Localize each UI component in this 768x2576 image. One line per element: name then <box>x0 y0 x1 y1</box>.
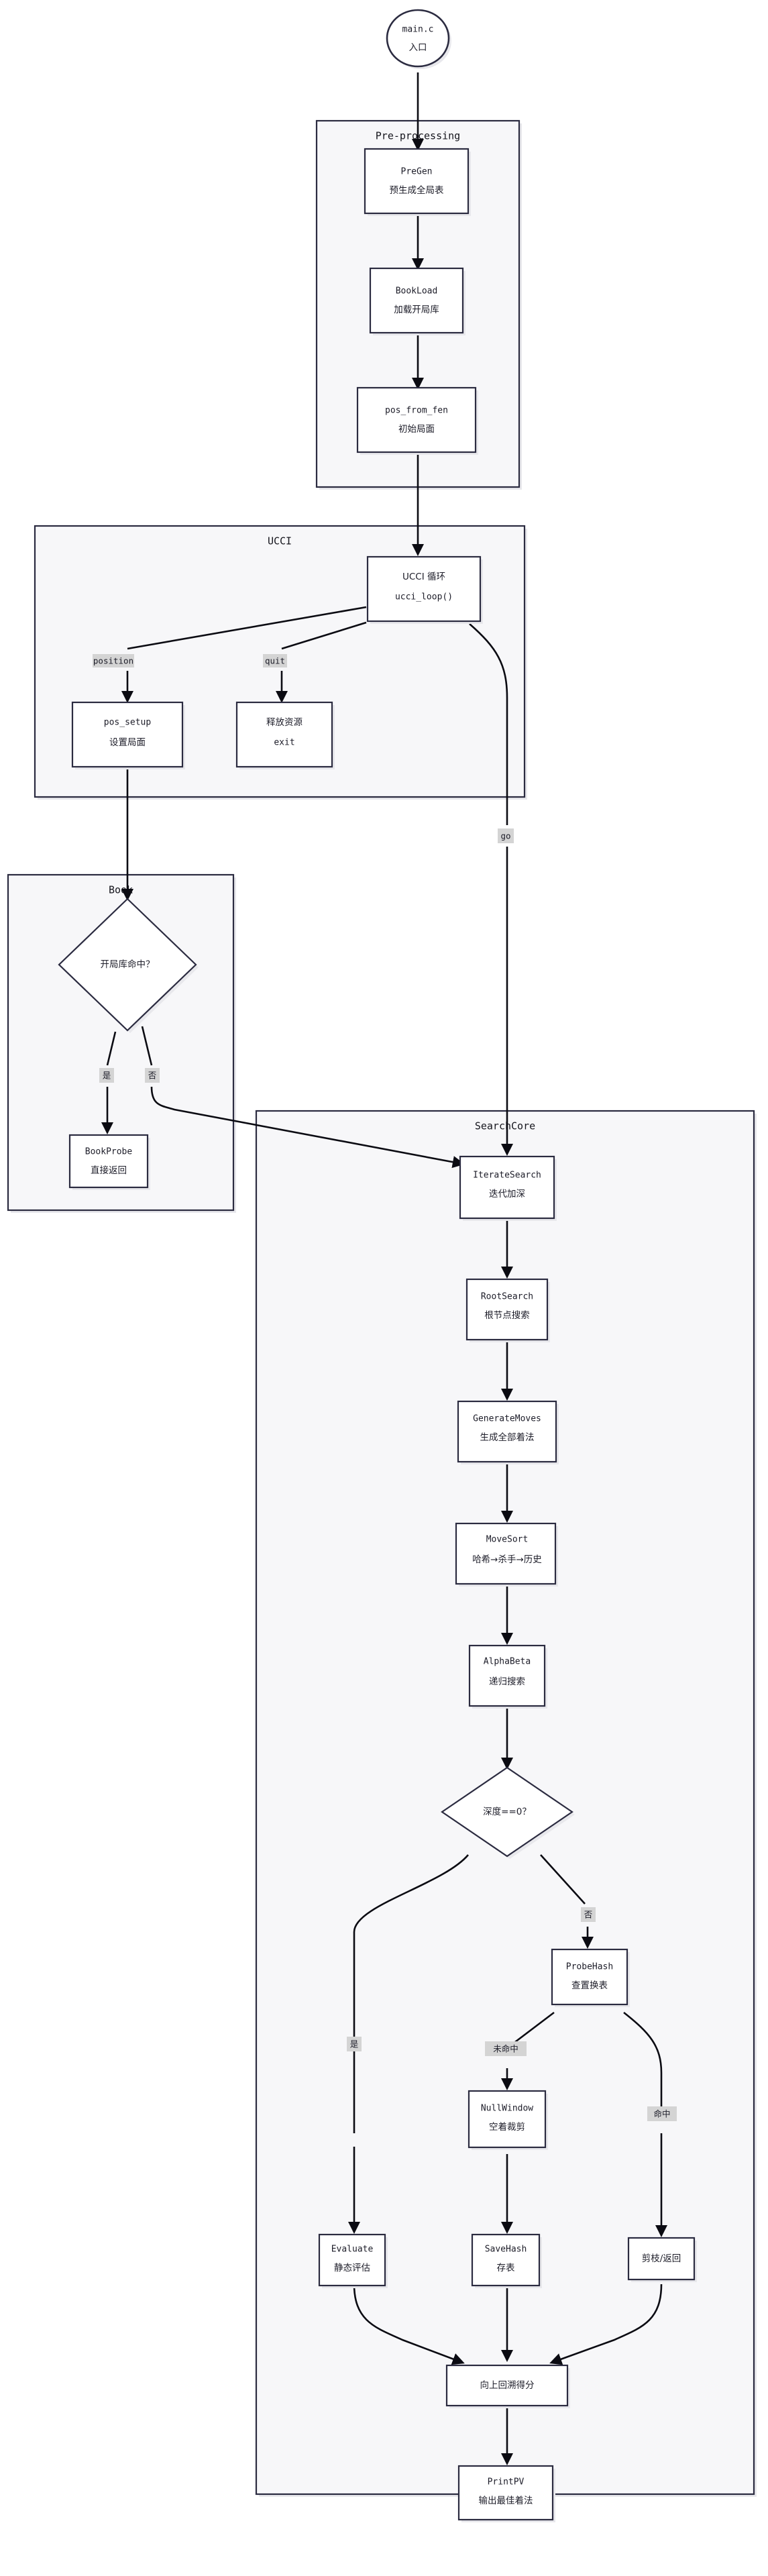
node-evaluate-line2: 静态评估 <box>334 2263 370 2273</box>
edge-label-go: go <box>498 828 514 843</box>
edge-bookhit-to-bookprobe-seg1 <box>106 1031 117 1066</box>
node-exit-line1: 释放资源 <box>266 717 303 728</box>
edge-probehash-to-cutreturn-seg1 <box>623 2011 663 2110</box>
svg-text:go: go <box>500 831 510 841</box>
node-exit[interactable]: 释放资源 exit <box>235 701 335 769</box>
node-bookload[interactable]: BookLoad 加载开局库 <box>369 267 465 335</box>
edge-ucciloop-to-exit-seg1 <box>281 621 367 650</box>
node-backup[interactable]: 向上回溯得分 <box>445 2364 570 2408</box>
svg-text:否: 否 <box>148 1071 157 1081</box>
node-bookprobe-line2: 直接返回 <box>91 1165 127 1176</box>
node-generatemoves-line1: GenerateMoves <box>473 1414 541 1424</box>
node-movesort[interactable]: MoveSort 哈希→杀手→历史 <box>455 1522 558 1587</box>
edge-label-book-yes: 是 <box>99 1068 114 1083</box>
node-pregen-line1: PreGen <box>401 167 433 177</box>
node-exit-line2: exit <box>274 738 294 748</box>
node-bookhit[interactable]: 开局库命中？ <box>58 898 199 1033</box>
node-alphabeta-line1: AlphaBeta <box>484 1657 531 1667</box>
node-depthzero[interactable]: 深度==0？ <box>441 1766 575 1859</box>
node-movesort-line1: MoveSort <box>486 1535 529 1545</box>
node-probehash-line2: 查置换表 <box>571 1980 608 1991</box>
edge-cutreturn-to-backup <box>549 2284 663 2365</box>
subgraph-searchcore-label: SearchCore <box>475 1120 535 1132</box>
node-depthzero-label: 深度==0？ <box>483 1807 531 1817</box>
node-savehash-line2: 存表 <box>497 2263 516 2273</box>
node-pregen-line2: 预生成全局表 <box>390 184 444 196</box>
edge-label-layer: position quit go 是 否 是 否 未命中 <box>93 654 677 2121</box>
node-evaluate[interactable]: Evaluate 静态评估 <box>318 2233 388 2288</box>
edge-depthzero-to-probehash-seg1 <box>540 1854 586 1904</box>
node-ucciloop[interactable]: UCCI 循环 ucci_loop() <box>366 555 483 624</box>
edge-label-depth-no: 否 <box>581 1907 596 1922</box>
node-savehash[interactable]: SaveHash 存表 <box>471 2233 542 2288</box>
node-pregen[interactable]: PreGen 预生成全局表 <box>364 148 471 216</box>
node-nullwindow[interactable]: NullWindow 空着裁剪 <box>468 2090 548 2150</box>
edge-label-quit: quit <box>263 654 287 667</box>
node-start[interactable]: main.c 入口 <box>386 9 451 69</box>
node-movesort-line2: 哈希→杀手→历史 <box>472 1554 542 1565</box>
node-evaluate-line1: Evaluate <box>331 2245 374 2255</box>
edge-probehash-to-nullwindow-seg1 <box>509 2011 555 2047</box>
edge-label-depth-yes: 是 <box>347 2037 362 2051</box>
node-alphabeta[interactable]: AlphaBeta 递归搜索 <box>468 1644 547 1709</box>
edge-depthzero-to-evaluate-seg1 <box>353 1854 469 2133</box>
subgraph-book-label: Book <box>109 884 133 896</box>
edge-bookhit-to-iteratesearch-seg2 <box>150 1086 465 1169</box>
node-posfromfen[interactable]: pos_from_fen 初始局面 <box>356 386 478 455</box>
node-iteratesearch-line1: IterateSearch <box>473 1171 541 1181</box>
node-savehash-line1: SaveHash <box>485 2245 527 2255</box>
node-ucciloop-line2: ucci_loop() <box>395 592 453 602</box>
node-cutreturn[interactable]: 剪枝/返回 <box>627 2237 697 2282</box>
node-rootsearch-line2: 根节点搜索 <box>484 1310 530 1321</box>
node-bookload-line2: 加载开局库 <box>394 305 439 315</box>
edge-bookhit-to-iteratesearch-seg1 <box>141 1026 153 1066</box>
edge-ucciloop-to-iteratesearch-seg1 <box>469 623 508 825</box>
node-possetup-line1: pos_setup <box>104 718 152 728</box>
node-rootsearch-line1: RootSearch <box>481 1292 533 1302</box>
node-start-line2: 入口 <box>409 42 427 53</box>
svg-text:否: 否 <box>584 1910 593 1920</box>
node-backup-label: 向上回溯得分 <box>480 2379 535 2391</box>
node-possetup[interactable]: pos_setup 设置局面 <box>71 701 185 769</box>
node-bookhit-label: 开局库命中？ <box>101 959 155 970</box>
node-cutreturn-label: 剪枝/返回 <box>642 2253 681 2264</box>
node-rootsearch[interactable]: RootSearch 根节点搜索 <box>465 1278 550 1342</box>
node-generatemoves-line2: 生成全部着法 <box>480 1432 535 1443</box>
edge-label-probe-hit: 命中 <box>647 2106 677 2121</box>
node-nullwindow-line2: 空着裁剪 <box>489 2121 525 2133</box>
svg-text:quit: quit <box>265 656 285 666</box>
edge-label-probe-miss: 未命中 <box>485 2041 527 2056</box>
node-generatemoves[interactable]: GenerateMoves 生成全部着法 <box>457 1400 559 1464</box>
node-bookprobe[interactable]: BookProbe 直接返回 <box>68 1134 150 1190</box>
subgraph-ucci-label: UCCI <box>268 535 292 547</box>
node-probehash[interactable]: ProbeHash 查置换表 <box>551 1948 630 2007</box>
edge-layer <box>101 72 668 2466</box>
node-alphabeta-line2: 递归搜索 <box>489 1676 525 1687</box>
svg-text:未命中: 未命中 <box>493 2044 518 2054</box>
node-bookload-line1: BookLoad <box>396 286 438 297</box>
edge-ucciloop-to-possetup-seg1 <box>127 606 367 650</box>
node-probehash-line1: ProbeHash <box>566 1962 613 1972</box>
node-iteratesearch-line2: 迭代加深 <box>489 1189 525 1199</box>
node-ucciloop-line1: UCCI 循环 <box>402 572 445 582</box>
svg-text:是: 是 <box>350 2039 359 2049</box>
node-printpv-line1: PrintPV <box>488 2477 525 2487</box>
node-iteratesearch[interactable]: IterateSearch 迭代加深 <box>459 1155 557 1221</box>
svg-text:命中: 命中 <box>653 2109 670 2119</box>
node-printpv[interactable]: PrintPV 输出最佳着法 <box>457 2465 555 2522</box>
node-posfromfen-line1: pos_from_fen <box>385 406 448 416</box>
node-printpv-line2: 输出最佳着法 <box>479 2495 533 2506</box>
svg-text:是: 是 <box>103 1071 111 1081</box>
node-nullwindow-line1: NullWindow <box>481 2104 533 2114</box>
svg-text:position: position <box>93 656 133 666</box>
edge-label-position: position <box>93 654 134 667</box>
node-start-line1: main.c <box>402 25 434 35</box>
edge-evaluate-to-backup <box>353 2284 465 2365</box>
node-possetup-line2: 设置局面 <box>109 737 146 748</box>
node-bookprobe-line1: BookProbe <box>85 1147 133 1157</box>
edge-label-book-no: 否 <box>145 1068 160 1083</box>
node-posfromfen-line2: 初始局面 <box>398 423 435 435</box>
